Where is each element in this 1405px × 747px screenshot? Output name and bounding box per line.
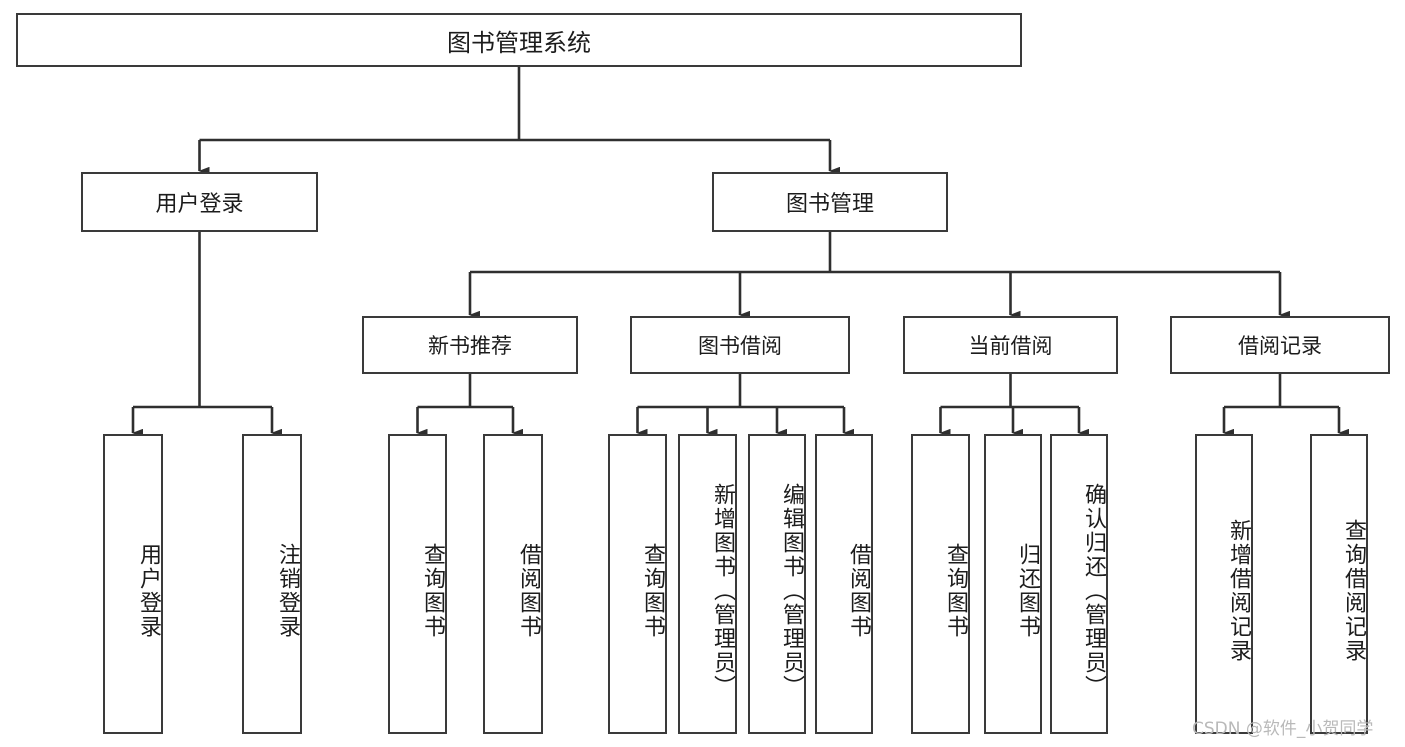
node-l_logout[interactable]: 注销登录 — [242, 434, 302, 734]
node-b_edit[interactable]: 编辑图书（管理员） — [748, 434, 806, 734]
node-l_login[interactable]: 用户登录 — [103, 434, 163, 734]
node-newbook[interactable]: 新书推荐 — [362, 316, 578, 374]
csdn-watermark: CSDN @软件_小贺同学 — [1192, 719, 1374, 739]
node-r_query[interactable]: 查询借阅记录 — [1310, 434, 1368, 734]
node-records[interactable]: 借阅记录 — [1170, 316, 1390, 374]
node-b_add[interactable]: 新增图书（管理员） — [678, 434, 737, 734]
connector-lines — [131, 67, 1349, 438]
node-login[interactable]: 用户登录 — [81, 172, 318, 232]
node-root[interactable]: 图书管理系统 — [16, 13, 1022, 67]
node-n_borrow[interactable]: 借阅图书 — [483, 434, 543, 734]
node-b_query[interactable]: 查询图书 — [608, 434, 667, 734]
node-borrow[interactable]: 图书借阅 — [630, 316, 850, 374]
node-b_borrow[interactable]: 借阅图书 — [815, 434, 873, 734]
node-c_query[interactable]: 查询图书 — [911, 434, 970, 734]
node-r_add[interactable]: 新增借阅记录 — [1195, 434, 1253, 734]
node-current[interactable]: 当前借阅 — [903, 316, 1118, 374]
node-bookmgmt[interactable]: 图书管理 — [712, 172, 948, 232]
node-n_query[interactable]: 查询图书 — [388, 434, 447, 734]
node-c_confirm[interactable]: 确认归还（管理员） — [1050, 434, 1108, 734]
node-c_return[interactable]: 归还图书 — [984, 434, 1042, 734]
